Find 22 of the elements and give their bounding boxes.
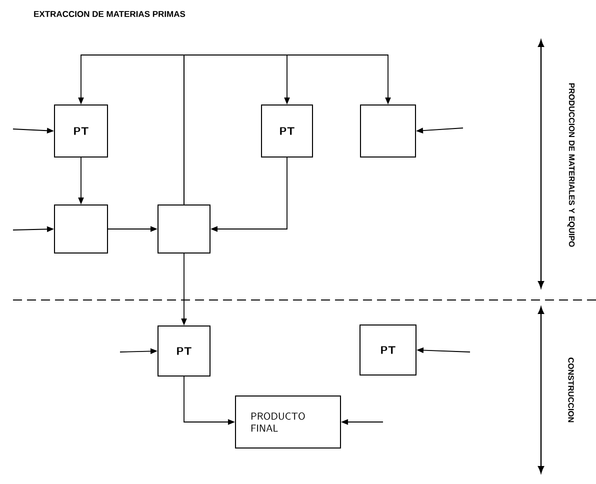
- arrow: [78, 157, 84, 204]
- arrow: [210, 157, 288, 232]
- arrow: [184, 376, 235, 425]
- process-box: [54, 204, 108, 254]
- process-box: PT: [360, 324, 416, 376]
- process-box: PT: [261, 104, 313, 158]
- arrow: [416, 347, 470, 354]
- process-box: [158, 204, 210, 254]
- process-box: PRODUCTO FINAL: [235, 396, 341, 448]
- process-box: PT: [54, 104, 108, 158]
- arrow: [120, 348, 158, 354]
- process-box: [360, 104, 416, 158]
- process-box: PT: [158, 326, 210, 376]
- arrow: [108, 226, 158, 232]
- title: EXTRACCION DE MATERIAS PRIMAS: [34, 11, 186, 17]
- side-label: PRODUCCION DE MATERIALES Y EQUIPO: [567, 83, 575, 247]
- side-label: CONSTRUCCION: [568, 358, 574, 422]
- arrow: [341, 419, 384, 425]
- arrow: [416, 128, 464, 134]
- arrow: [12, 128, 54, 134]
- arrow: [12, 226, 54, 232]
- arrow: [181, 253, 187, 326]
